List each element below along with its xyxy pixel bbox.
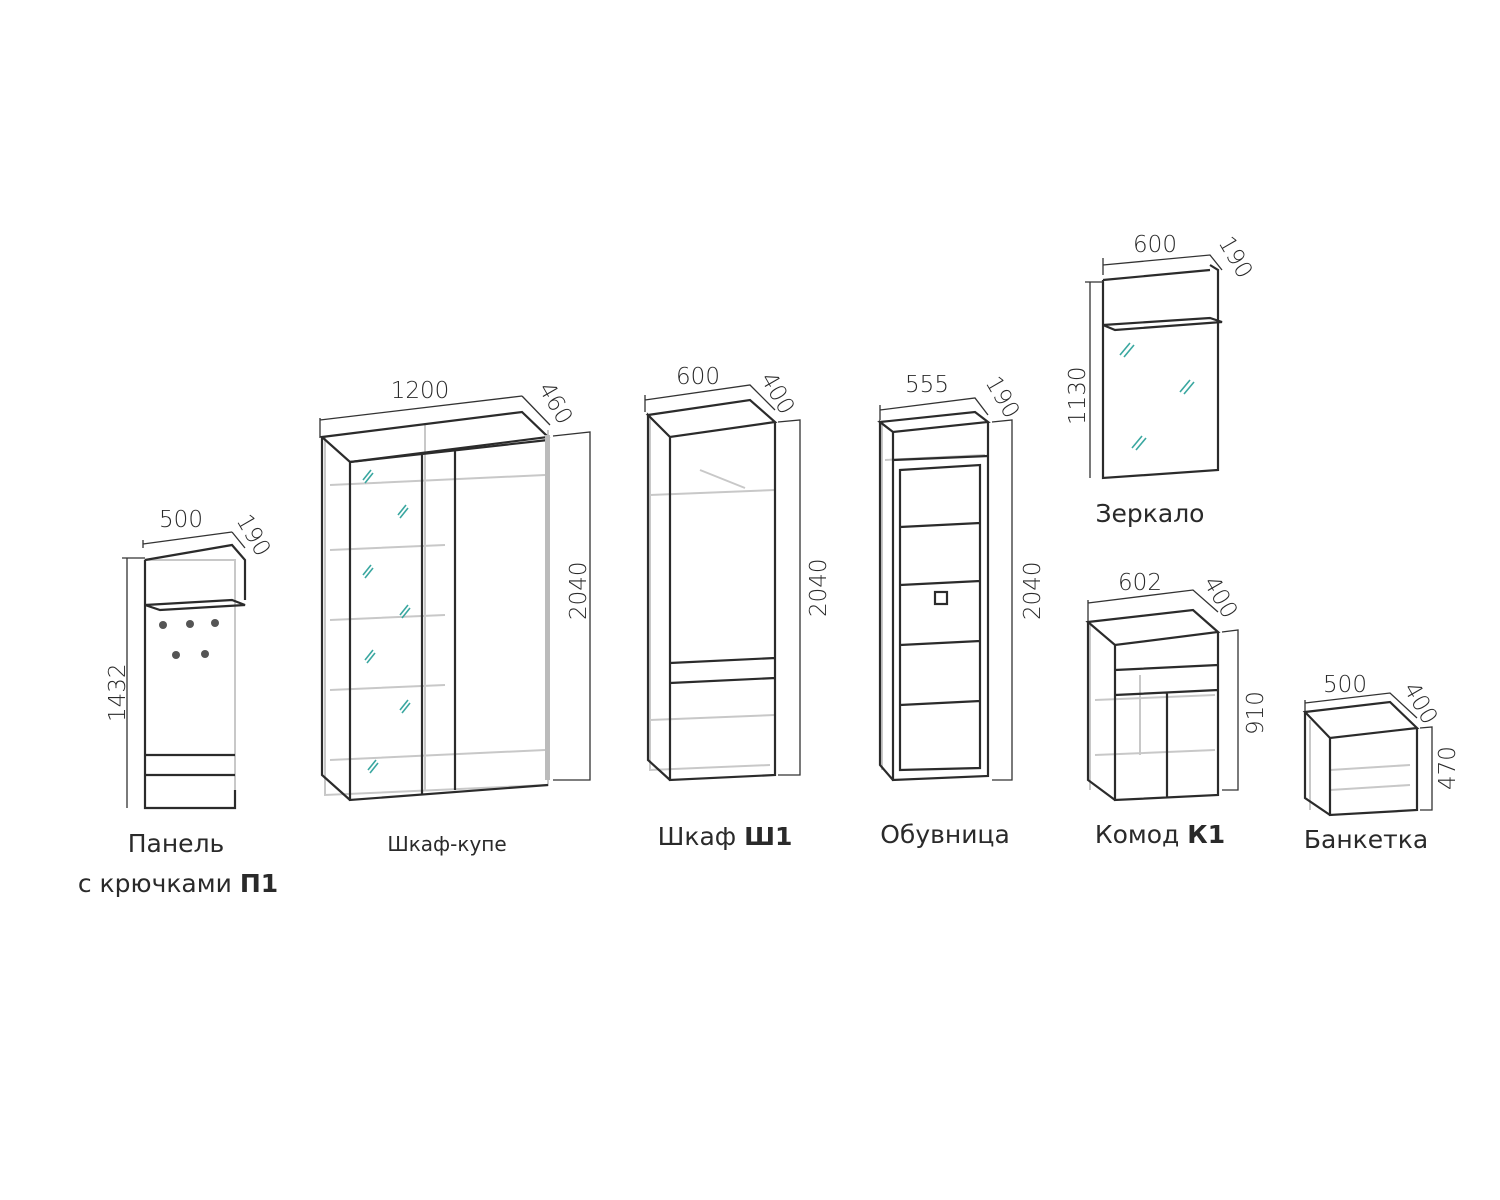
dresser-width: 602 bbox=[1118, 570, 1162, 596]
panel-p1-drawing: 500 190 1432 Панель с крючками П1 bbox=[78, 507, 278, 898]
shoe-rack-depth: 190 bbox=[980, 372, 1024, 423]
dresser-height: 910 bbox=[1243, 691, 1269, 735]
panel-depth: 190 bbox=[231, 510, 275, 561]
wardrobe-height: 2040 bbox=[566, 561, 592, 620]
dresser-depth: 400 bbox=[1198, 572, 1242, 623]
panel-label-2: с крючками П1 bbox=[78, 869, 278, 898]
mirror-depth: 190 bbox=[1213, 232, 1257, 283]
mirror-width: 600 bbox=[1133, 232, 1177, 258]
shoe-rack-drawing: 555 190 2040 Обувница bbox=[877, 372, 1046, 849]
panel-height: 1432 bbox=[105, 663, 131, 722]
wardrobe-label: Шкаф-купе bbox=[387, 832, 506, 856]
bench-drawing: 500 400 470 Банкетка bbox=[1302, 672, 1461, 854]
cabinet-sh1-drawing: 600 400 2040 Шкаф Ш1 bbox=[644, 364, 832, 851]
panel-width: 500 bbox=[159, 507, 203, 533]
bench-label: Банкетка bbox=[1304, 825, 1428, 854]
shoe-rack-width: 555 bbox=[905, 372, 949, 398]
dresser-label: Комод К1 bbox=[1095, 820, 1225, 849]
panel-label: Панель bbox=[128, 829, 225, 858]
mirror-height: 1130 bbox=[1065, 366, 1091, 425]
cabinet-height: 2040 bbox=[806, 558, 832, 617]
shoe-rack-label: Обувница bbox=[880, 820, 1010, 849]
hook-icons bbox=[159, 619, 219, 659]
cabinet-width: 600 bbox=[676, 364, 720, 390]
shoe-rack-height: 2040 bbox=[1020, 561, 1046, 620]
wardrobe-drawing: 1200 460 2040 Шкаф-купе bbox=[319, 378, 592, 856]
bench-depth: 400 bbox=[1398, 678, 1442, 729]
bench-width: 500 bbox=[1323, 672, 1367, 698]
wardrobe-depth: 460 bbox=[533, 378, 577, 429]
wardrobe-width: 1200 bbox=[391, 378, 450, 404]
dresser-k1-drawing: 602 400 910 Комод К1 bbox=[1085, 570, 1269, 849]
cabinet-label: Шкаф Ш1 bbox=[658, 822, 793, 851]
mirror-drawing: 600 190 1130 Зеркало bbox=[1065, 232, 1257, 528]
bench-height: 470 bbox=[1435, 746, 1461, 790]
mirror-label: Зеркало bbox=[1096, 499, 1205, 528]
